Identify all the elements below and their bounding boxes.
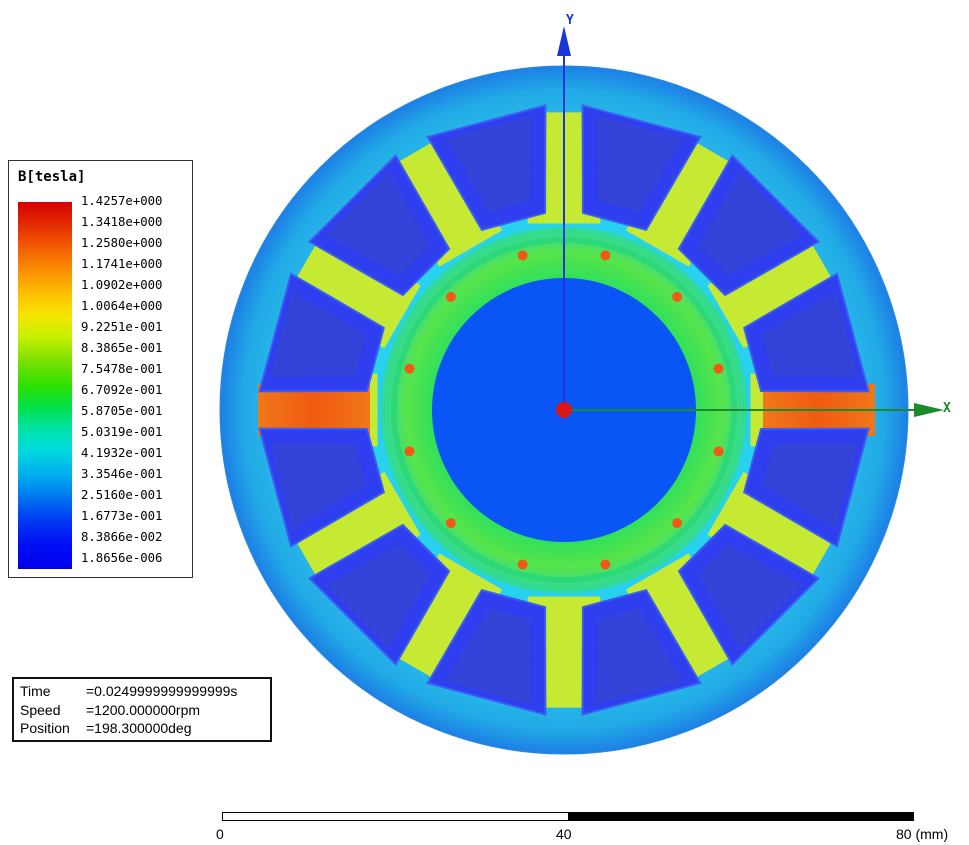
slot-coil — [596, 115, 683, 212]
legend-value: 1.0064e+000 — [81, 299, 163, 313]
flux-hotspot — [713, 446, 724, 457]
scale-label-80: 80 (mm) — [896, 826, 949, 842]
legend-value: 2.5160e-001 — [81, 488, 163, 502]
legend-values: 1.4257e+000 1.3418e+000 1.2580e+000 1.17… — [81, 191, 162, 569]
position-value: =198.300000deg — [86, 720, 192, 736]
time-value: =0.0249999999999999s — [86, 683, 238, 699]
speed-value: =1200.000000rpm — [86, 701, 201, 718]
position-key: Position — [20, 720, 70, 736]
stator-slots — [258, 104, 870, 716]
flux-hotspot — [713, 363, 724, 374]
legend-value: 9.2251e-001 — [81, 320, 163, 334]
y-axis-label: Y — [566, 13, 574, 28]
hot-tooth-left — [258, 384, 370, 436]
stator-tooth — [287, 471, 421, 592]
motor-flux-plot[interactable]: Y X — [0, 0, 969, 800]
legend-value: 1.8656e-006 — [81, 551, 163, 565]
legend-title: B[tesla] — [18, 169, 86, 185]
slot-coil — [269, 442, 366, 529]
stator-tooth — [382, 553, 503, 687]
legend-value: 1.0902e+000 — [81, 278, 163, 292]
legend-value: 5.0319e-001 — [81, 425, 163, 439]
flux-hotspot — [445, 291, 456, 302]
legend-value: 7.5478e-001 — [81, 362, 163, 376]
stator-tooth — [287, 228, 421, 349]
flux-hotspot — [600, 559, 611, 570]
flux-hotspot — [404, 363, 415, 374]
flux-hotspot — [600, 250, 611, 261]
scale-bar-dark-half — [568, 813, 914, 820]
flux-hotspot — [404, 446, 415, 457]
field-legend: B[tesla] 1.4257e+000 1.3418e+000 1.2580e… — [8, 160, 193, 578]
legend-value: 6.7092e-001 — [81, 383, 163, 397]
x-axis-arrow — [914, 403, 944, 417]
flux-hotspot — [672, 291, 683, 302]
slot-coil — [325, 544, 430, 649]
stator-tooth — [382, 133, 503, 267]
flux-hotspot — [517, 559, 528, 570]
stator-tooth — [707, 228, 841, 349]
slot-coil — [698, 544, 803, 649]
legend-value: 1.1741e+000 — [81, 257, 163, 271]
x-axis-label: X — [943, 401, 951, 416]
slot-coil — [269, 291, 366, 378]
legend-value: 4.1932e-001 — [81, 446, 163, 460]
legend-value: 1.6773e-001 — [81, 509, 163, 523]
stator-tooth — [625, 133, 746, 267]
legend-value: 3.3546e-001 — [81, 467, 163, 481]
legend-value: 1.4257e+000 — [81, 194, 163, 208]
speed-key: Speed — [20, 701, 61, 718]
legend-value: 8.3866e-002 — [81, 530, 163, 544]
legend-value: 5.8705e-001 — [81, 404, 163, 418]
flux-hotspot — [445, 518, 456, 529]
slot-coil — [698, 171, 803, 276]
legend-value: 8.3865e-001 — [81, 341, 163, 355]
simulation-info: Time =0.0249999999999999s Speed =1200.0000… — [12, 677, 272, 742]
slot-coil — [762, 442, 859, 529]
scale-bar — [222, 812, 914, 821]
y-axis-arrow — [557, 26, 571, 56]
stator-tooth — [625, 553, 746, 687]
legend-value: 1.3418e+000 — [81, 215, 163, 229]
time-key: Time — [20, 683, 51, 699]
slot-coil — [596, 608, 683, 705]
rotor-hotspots — [404, 250, 724, 570]
slot-coil — [762, 291, 859, 378]
slot-coil — [325, 171, 430, 276]
slot-coil — [445, 115, 532, 212]
stator-tooth — [707, 471, 841, 592]
origin-marker — [556, 402, 572, 418]
flux-hotspot — [517, 250, 528, 261]
scale-label-40: 40 — [556, 826, 572, 842]
legend-value: 1.2580e+000 — [81, 236, 163, 250]
scale-label-0: 0 — [216, 826, 224, 842]
slot-coil — [445, 608, 532, 705]
legend-color-bar — [18, 202, 72, 569]
flux-hotspot — [672, 518, 683, 529]
